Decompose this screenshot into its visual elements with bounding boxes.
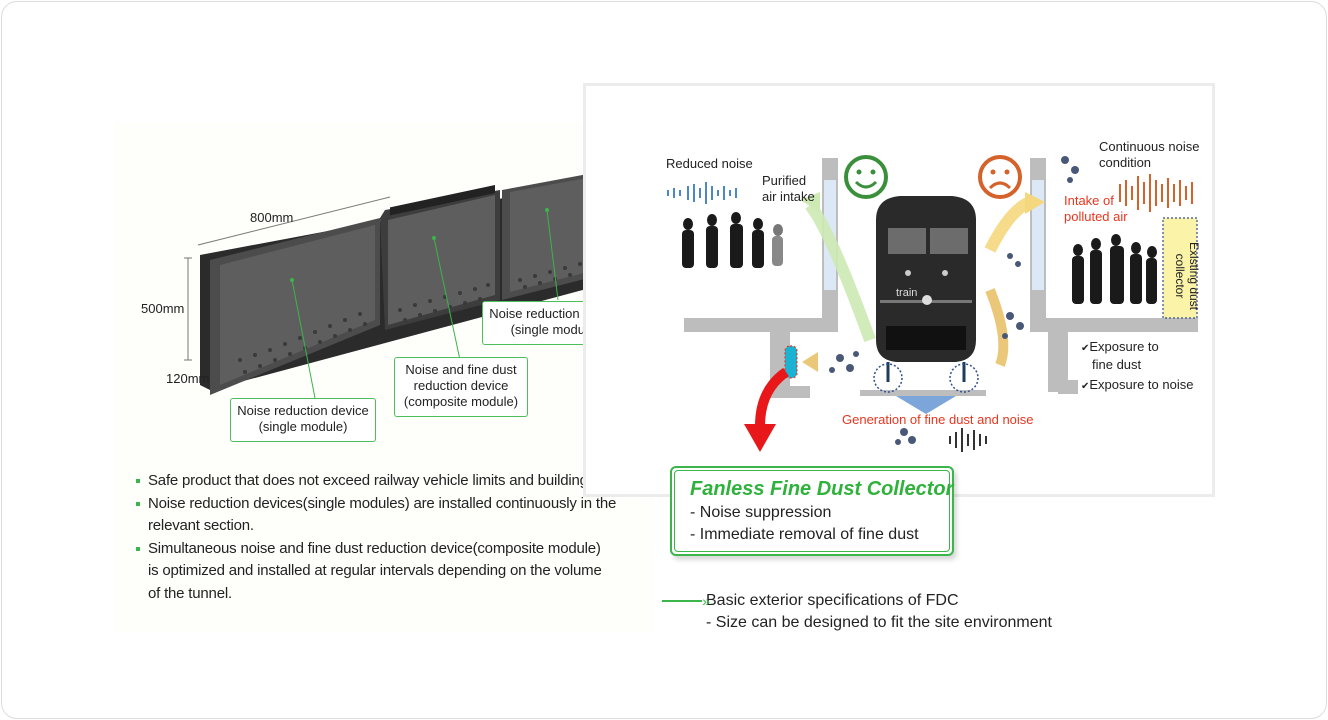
track [860,390,986,396]
train-icon [873,196,979,393]
module-composite [380,185,500,330]
length-label: 800mm [250,210,294,225]
callout-text: Noise reduction device [237,403,369,418]
fdc-callout-inner-border [674,470,950,552]
feature-item: Noise reduction devices(single modules) … [136,493,656,538]
happy-people-icon [682,212,783,268]
feature-item: Simultaneous noise and fine dust reducti… [136,538,656,606]
check-icon: ✔ [1081,381,1090,392]
feature-text: Safe product that does not exceed railwa… [148,472,625,489]
polluted-air-arrow [984,196,1033,253]
feature-text: Simultaneous noise and fine dust reducti… [148,539,601,557]
callout-text: Noise and fine dust [405,362,517,377]
module-single-1 [210,218,380,395]
purified-air-arrow [805,201,876,343]
exposure-fine-dust-label: fine dust [1092,357,1142,372]
fdc-title: Fanless Fine Dust Collector [690,478,954,500]
spec-note: - Size can be designed to fit the site e… [706,614,1052,631]
continuous-noise-label: Continuous noise condition [1099,139,1199,171]
fdc-callout-arrow [755,367,790,427]
existing-dust-collector-label: Existing dust collector [1173,236,1201,316]
smiley-face-icon [844,155,888,199]
exposure-fine-dust: ✔Exposure to fine dust [1081,339,1159,373]
callout-composite-module: Noise and fine dust reduction device (co… [394,357,528,417]
tunnel-diagram: train [667,155,1198,452]
generation-label: Generation of fine dust and noise [842,412,1034,427]
polluted-air-label: Intake of polluted air [1064,193,1128,225]
continuous-noise-waveform-icon [1119,174,1193,212]
callout-text: (single module) [258,419,348,434]
purified-air-label-line: Purified [762,173,807,188]
exposure-noise: ✔Exposure to noise [1081,377,1193,395]
feature-text: is optimized and installed at regular in… [148,562,602,579]
depth-label: 120mm [166,371,210,386]
sad-face-icon [978,155,1022,199]
reduced-noise-label: Reduced noise [666,156,753,171]
arrow-icon [662,593,710,609]
existing-dust-collector-label-line: collector [1173,253,1187,299]
spec-title: Basic exterior specifications of FDC [706,592,959,609]
callout-text: reduction device [413,378,509,393]
callout-leader-1 [291,279,316,399]
callout-text: (single module) [510,322,600,337]
length-dimension-line [197,196,391,246]
feature-list: Safe product that does not exceed railwa… [136,470,656,605]
exposure-fine-dust-label: Exposure to [1089,339,1159,354]
feature-text: of the tunnel. [148,584,232,602]
check-icon: ✔ [1081,343,1090,354]
generation-noise-waveform-icon [949,428,987,452]
dust-generation-arrow [896,396,956,414]
purified-air-label-line: air intake [762,189,815,204]
callout-text: (composite module) [403,394,519,409]
continuous-noise-label-line: Continuous noise [1099,139,1200,154]
fdc-feature: - Noise suppression [690,504,832,521]
exposed-people-icon [1072,234,1157,304]
height-label: 500mm [141,301,185,316]
feature-item: Safe product that does not exceed railwa… [136,470,656,493]
polluted-air-label-line: polluted air [1064,209,1128,224]
feature-text: relevant section. [148,517,254,534]
callout-single-module-1: Noise reduction device (single module) [230,398,376,442]
callout-leader-2 [433,237,461,361]
continuous-noise-label-line: condition [1099,155,1152,170]
spec-section: Basic exterior specifications of FDC - S… [662,590,1052,634]
dust-particles-icon [829,156,1079,445]
purified-air-label: Purified air intake [762,173,815,205]
exposure-noise-label: Exposure to noise [1089,377,1194,392]
fdc-callout-box: Fanless Fine Dust Collector - Noise supp… [670,466,954,556]
polluted-air-label-line: Intake of [1064,193,1114,208]
callout-leader-3 [546,209,559,301]
existing-dust-collector [1162,217,1198,319]
reduced-noise-waveform-icon [667,182,737,204]
feature-text: Noise reduction devices(single modules) … [148,494,617,512]
fdc-feature: - Immediate removal of fine dust [690,526,919,543]
existing-dust-collector-label-line: Existing dust [1187,241,1201,311]
fdc-module [784,345,798,379]
train-label: train [896,287,917,299]
